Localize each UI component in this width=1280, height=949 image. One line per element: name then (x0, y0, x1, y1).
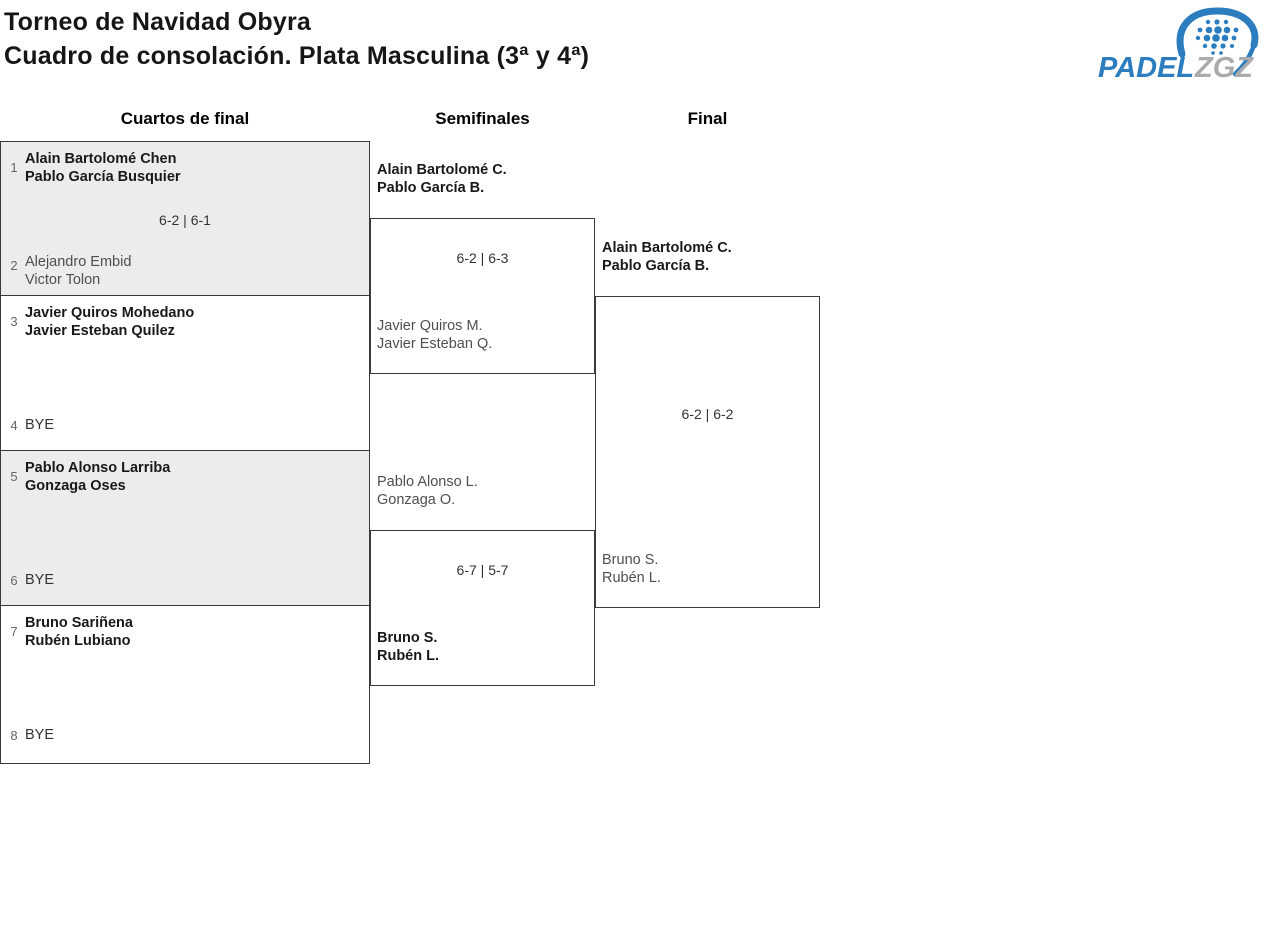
qf-match-2: 3 Javier Quiros Mohedano Javier Esteban … (0, 295, 370, 451)
page-title-line2: Cuadro de consolación. Plata Masculina (… (4, 42, 590, 70)
team-player-2: Gonzaga Oses (25, 478, 126, 494)
match-score: 6-2 | 6-3 (456, 250, 509, 266)
qf-match-4: 7 Bruno Sariñena Rubén Lubiano 8 BYE (0, 605, 370, 764)
team-player-2: Pablo García B. (377, 180, 485, 196)
team-name: Pablo Alonso L. Gonzaga O. (377, 473, 478, 509)
team-player-2: Rubén L. (377, 648, 440, 664)
team-name: Bruno S. Rubén L. (602, 551, 661, 587)
team-player-1: Javier Quiros Mohedano (25, 305, 195, 321)
team-player-1: Bruno Sariñena (25, 615, 133, 631)
match-score: 6-2 | 6-2 (681, 406, 734, 422)
team-name: Javier Quiros Mohedano Javier Esteban Qu… (25, 304, 194, 340)
team-name: Bruno S. Rubén L. (377, 629, 439, 665)
logo-text-secondary: ZGZ (1194, 52, 1254, 82)
seed-label: 7 (10, 624, 18, 639)
bye-label: BYE (25, 572, 55, 588)
logo-text-primary: PADEL (1098, 52, 1194, 82)
team-player-2: Victor Tolon (25, 272, 101, 288)
team-player-2: Gonzaga O. (377, 492, 456, 508)
seed-label: 2 (10, 258, 18, 273)
team-player-1: Alain Bartolomé C. (602, 240, 732, 256)
seed-label: 1 (10, 160, 18, 175)
team-player-1: Bruno S. (602, 552, 659, 568)
team-player-1: Pablo Alonso L. (377, 474, 478, 490)
seed-label: 6 (10, 573, 18, 588)
page-title: Torneo de Navidad Obyra Cuadro de consol… (4, 5, 589, 73)
padelzgz-logo: PADEL ZGZ (1098, 7, 1259, 82)
column-header-final: Final (687, 109, 728, 128)
seed-label: 4 (10, 418, 18, 433)
qf-match-1: 1 Alain Bartolomé Chen Pablo García Busq… (0, 141, 370, 296)
final-match-box (595, 296, 820, 608)
team-player-2: Javier Esteban Q. (377, 336, 493, 352)
bye-label: BYE (25, 417, 55, 433)
padel-racket-icon (1176, 7, 1259, 77)
bye-label: BYE (25, 727, 55, 743)
page-title-line1: Torneo de Navidad Obyra (4, 8, 311, 36)
sf-match-1-box (370, 218, 595, 374)
team-player-2: Rubén Lubiano (25, 633, 131, 649)
team-name: Alain Bartolomé C. Pablo García B. (602, 239, 732, 275)
qf-match-3: 5 Pablo Alonso Larriba Gonzaga Oses 6 BY… (0, 450, 370, 606)
team-player-2: Pablo García B. (602, 258, 710, 274)
column-header-semifinals: Semifinales (435, 109, 530, 128)
team-name: Alain Bartolomé Chen Pablo García Busqui… (25, 150, 181, 186)
team-player-2: Rubén L. (602, 570, 661, 586)
team-player-1: Javier Quiros M. (377, 318, 483, 334)
team-name: Bruno Sariñena Rubén Lubiano (25, 614, 133, 650)
team-name: Javier Quiros M. Javier Esteban Q. (377, 317, 492, 353)
team-name: Pablo Alonso Larriba Gonzaga Oses (25, 459, 170, 495)
seed-label: 5 (10, 469, 18, 484)
column-header-quarterfinals: Cuartos de final (120, 109, 250, 128)
logo-dots-icon (1195, 19, 1239, 55)
match-score: 6-2 | 6-1 (159, 212, 211, 228)
team-player-2: Pablo García Busquier (25, 169, 181, 185)
team-player-1: Bruno S. (377, 630, 438, 646)
seed-label: 3 (10, 314, 18, 329)
team-name: Alain Bartolomé C. Pablo García B. (377, 161, 507, 197)
team-name: Alejandro Embid Victor Tolon (25, 253, 131, 289)
team-player-1: Alain Bartolomé C. (377, 162, 507, 178)
team-player-2: Javier Esteban Quilez (25, 323, 175, 339)
seed-label: 8 (10, 728, 18, 743)
sf-match-2-box (370, 530, 595, 686)
team-player-1: Alejandro Embid (25, 254, 132, 270)
match-score: 6-7 | 5-7 (456, 562, 509, 578)
team-player-1: Alain Bartolomé Chen (25, 151, 177, 167)
team-player-1: Pablo Alonso Larriba (25, 460, 171, 476)
